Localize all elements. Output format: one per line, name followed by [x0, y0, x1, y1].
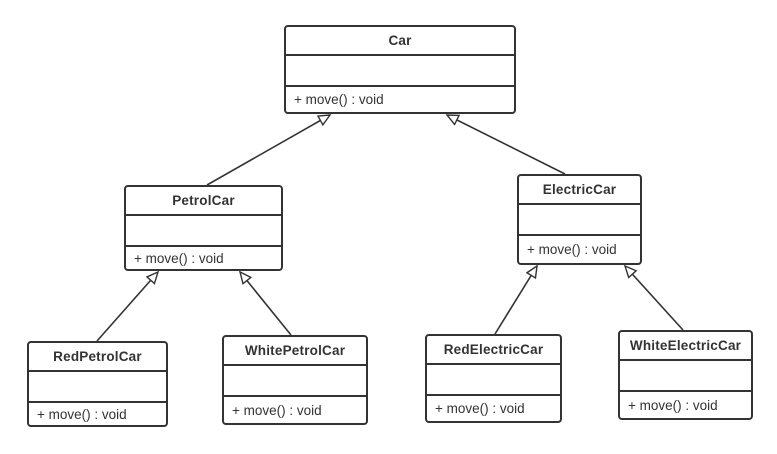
- generalization-arrow-petrolcar-to-car: [206, 115, 330, 186]
- class-attributes-compartment: [126, 216, 281, 247]
- class-node-car: Car + move() : void: [284, 25, 516, 114]
- class-attributes-compartment: [29, 372, 166, 403]
- class-attributes-compartment: [620, 361, 751, 392]
- class-node-petrolcar: PetrolCar + move() : void: [124, 185, 283, 271]
- class-node-redelectriccar: RedElectricCar + move() : void: [425, 334, 562, 423]
- class-method: + move() : void: [435, 401, 525, 416]
- class-method: + move() : void: [294, 92, 384, 107]
- class-node-electriccar: ElectricCar + move() : void: [517, 174, 642, 265]
- class-method: + move() : void: [134, 250, 224, 266]
- generalization-arrow-redelectriccar-to-electriccar: [494, 266, 537, 335]
- class-attributes-compartment: [427, 365, 560, 396]
- class-name: RedPetrolCar: [29, 343, 166, 372]
- class-attributes-compartment: [519, 205, 640, 236]
- generalization-arrow-electriccar-to-car: [447, 115, 566, 175]
- generalization-arrow-whitepetrolcar-to-petrolcar: [240, 272, 292, 336]
- class-name: PetrolCar: [126, 187, 281, 216]
- class-name: Car: [286, 27, 514, 56]
- class-name: RedElectricCar: [427, 336, 560, 365]
- class-node-whitepetrolcar: WhitePetrolCar + move() : void: [222, 335, 368, 425]
- generalization-arrow-whiteelectriccar-to-electriccar: [625, 266, 684, 331]
- generalization-arrow-redpetrolcar-to-petrolcar: [96, 272, 158, 342]
- class-node-whiteelectriccar: WhiteElectricCar + move() : void: [618, 330, 753, 420]
- class-node-redpetrolcar: RedPetrolCar + move() : void: [27, 341, 168, 427]
- class-name: WhiteElectricCar: [620, 332, 751, 361]
- class-attributes-compartment: [286, 56, 514, 87]
- class-method: + move() : void: [37, 406, 127, 422]
- class-attributes-compartment: [224, 366, 366, 397]
- class-name: ElectricCar: [519, 176, 640, 205]
- class-name: WhitePetrolCar: [224, 337, 366, 366]
- class-method: + move() : void: [232, 402, 322, 418]
- class-method: + move() : void: [628, 397, 718, 413]
- class-method: + move() : void: [527, 242, 617, 257]
